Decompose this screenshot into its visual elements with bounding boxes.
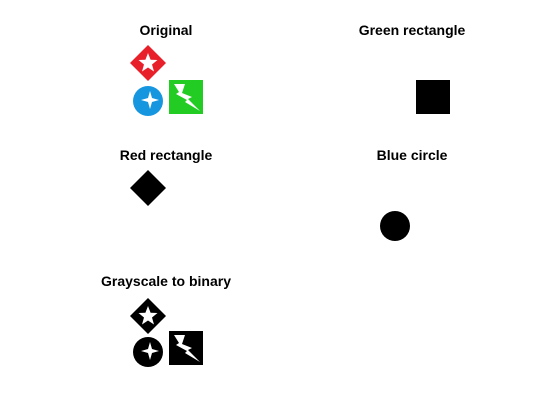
lightning-icon xyxy=(174,84,200,111)
blue-circle-with-sparkle xyxy=(133,86,163,116)
red-diamond-with-star xyxy=(130,45,166,81)
circle-mask-shape xyxy=(380,211,410,241)
panel-title-grayscale-to-binary: Grayscale to binary xyxy=(101,273,231,289)
green-square-with-lightning xyxy=(169,80,203,114)
panel-title-blue-circle: Blue circle xyxy=(376,147,448,163)
binary-circle-with-sparkle xyxy=(133,337,163,367)
star-icon xyxy=(138,306,158,325)
panel-title-green-rectangle: Green rectangle xyxy=(358,22,466,38)
binary-diamond-with-star xyxy=(130,298,166,334)
panel-title-red-rectangle: Red rectangle xyxy=(119,147,213,163)
square-mask-shape xyxy=(416,80,450,114)
binary-square-with-lightning xyxy=(169,331,203,365)
panel-title-original: Original xyxy=(139,22,193,38)
diamond-mask-shape xyxy=(130,170,166,206)
sparkle-icon xyxy=(141,91,159,109)
star-icon xyxy=(138,53,158,72)
sparkle-icon xyxy=(141,342,159,360)
lightning-icon xyxy=(174,335,200,362)
